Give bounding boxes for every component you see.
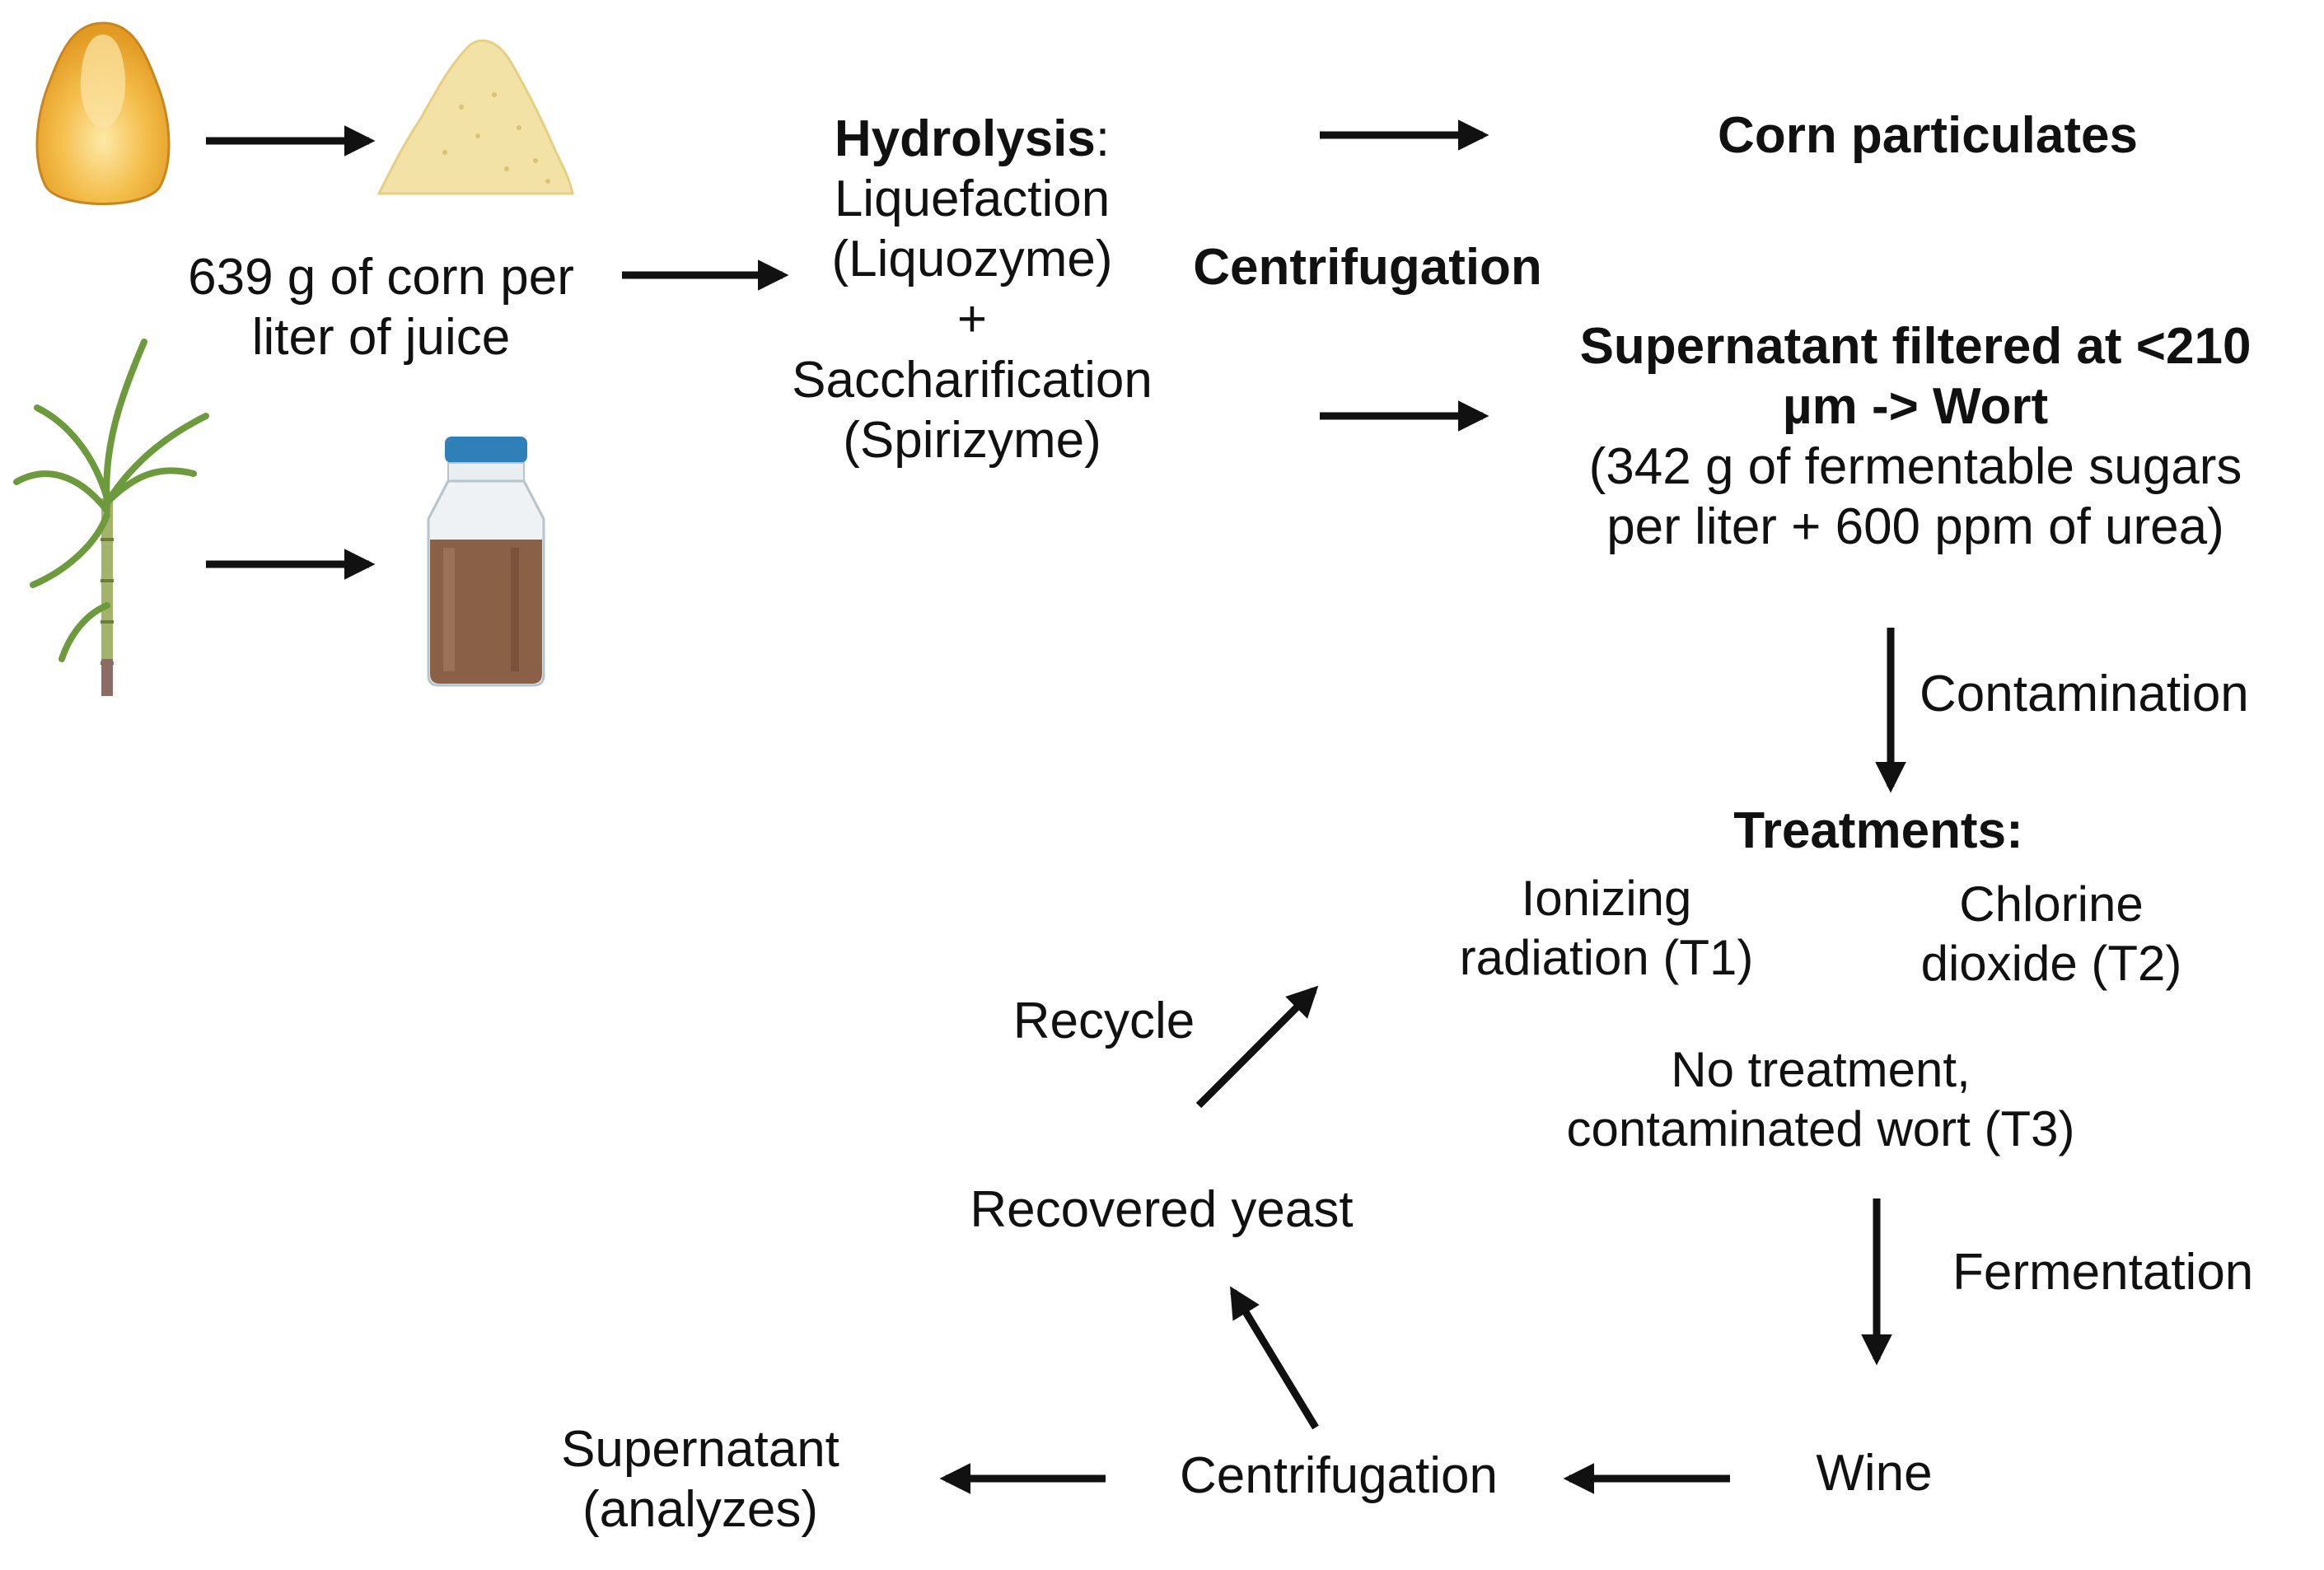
centrifugation-bottom-label: Centrifugation	[1179, 1447, 1499, 1504]
corn-amount-label: 639 g of corn per liter of juice	[140, 247, 622, 367]
supernatant-line1: Supernatant filtered at <210	[1579, 318, 2252, 375]
contamination-label: Contamination	[1920, 666, 2249, 722]
spirizyme-label: (Spirizyme)	[843, 411, 1101, 469]
fermentation-label: Fermentation	[1952, 1244, 2254, 1301]
corn-flour-icon	[376, 39, 574, 195]
treatment-t3: No treatment, contaminated wort (T3)	[1483, 1040, 2158, 1159]
recovered-yeast-label: Recovered yeast	[970, 1181, 1354, 1238]
liquefaction-label: Liquefaction	[834, 171, 1111, 228]
t1-line1: Ionizing	[1521, 871, 1692, 926]
juice-bottle-icon	[427, 437, 545, 687]
t2-line2: dioxide (T2)	[1920, 936, 2182, 991]
hydrolysis-title-line: Hydrolysis:	[741, 109, 1203, 169]
supernatant-analyzes-line1: Supernatant	[561, 1421, 839, 1478]
supernatant-line3: (342 g of fermentable sugars	[1588, 438, 2242, 496]
sugarcane-icon	[13, 339, 209, 696]
corn-amount-line1: 639 g of corn per	[188, 249, 574, 306]
t1-line2: radiation (T1)	[1459, 930, 1754, 985]
hydrolysis-colon: :	[1095, 110, 1111, 167]
t2-line1: Chlorine	[1959, 876, 2144, 932]
treatment-t1: Ionizing radiation (T1)	[1400, 869, 1812, 988]
t3-line1: No treatment,	[1671, 1042, 1971, 1097]
saccharification-label: Saccharification	[792, 351, 1153, 409]
centrifugation-top-label: Centrifugation	[1193, 239, 1542, 296]
plus-sign: +	[956, 291, 988, 348]
treatments-title: Treatments:	[1733, 802, 2023, 859]
wine-label: Wine	[1816, 1445, 1933, 1502]
treatment-t2: Chlorine dioxide (T2)	[1854, 875, 2249, 993]
hydrolysis-block: Hydrolysis: Liquefaction (Liquozyme) + S…	[741, 109, 1203, 470]
t3-line2: contaminated wort (T3)	[1566, 1101, 2075, 1156]
corn-amount-line2: liter of juice	[251, 309, 511, 367]
supernatant-line4: per liter + 600 ppm of urea)	[1606, 498, 2224, 556]
arrow-centrifugation-to-yeast	[1230, 1286, 1319, 1430]
supernatant-line2: µm -> Wort	[1782, 378, 2049, 436]
arrow-recycle	[1195, 985, 1319, 1109]
corn-kernel-icon	[35, 21, 171, 205]
hydrolysis-title: Hydrolysis	[834, 110, 1096, 167]
supernatant-analyzes-block: Supernatant (analyzes)	[511, 1419, 890, 1540]
supernatant-wort-block: Supernatant filtered at <210 µm -> Wort …	[1516, 316, 2315, 558]
supernatant-analyzes-line2: (analyzes)	[582, 1481, 818, 1539]
corn-particulates-label: Corn particulates	[1718, 107, 2138, 164]
recycle-label: Recycle	[1012, 993, 1195, 1049]
liquozyme-label: (Liquozyme)	[831, 231, 1113, 288]
